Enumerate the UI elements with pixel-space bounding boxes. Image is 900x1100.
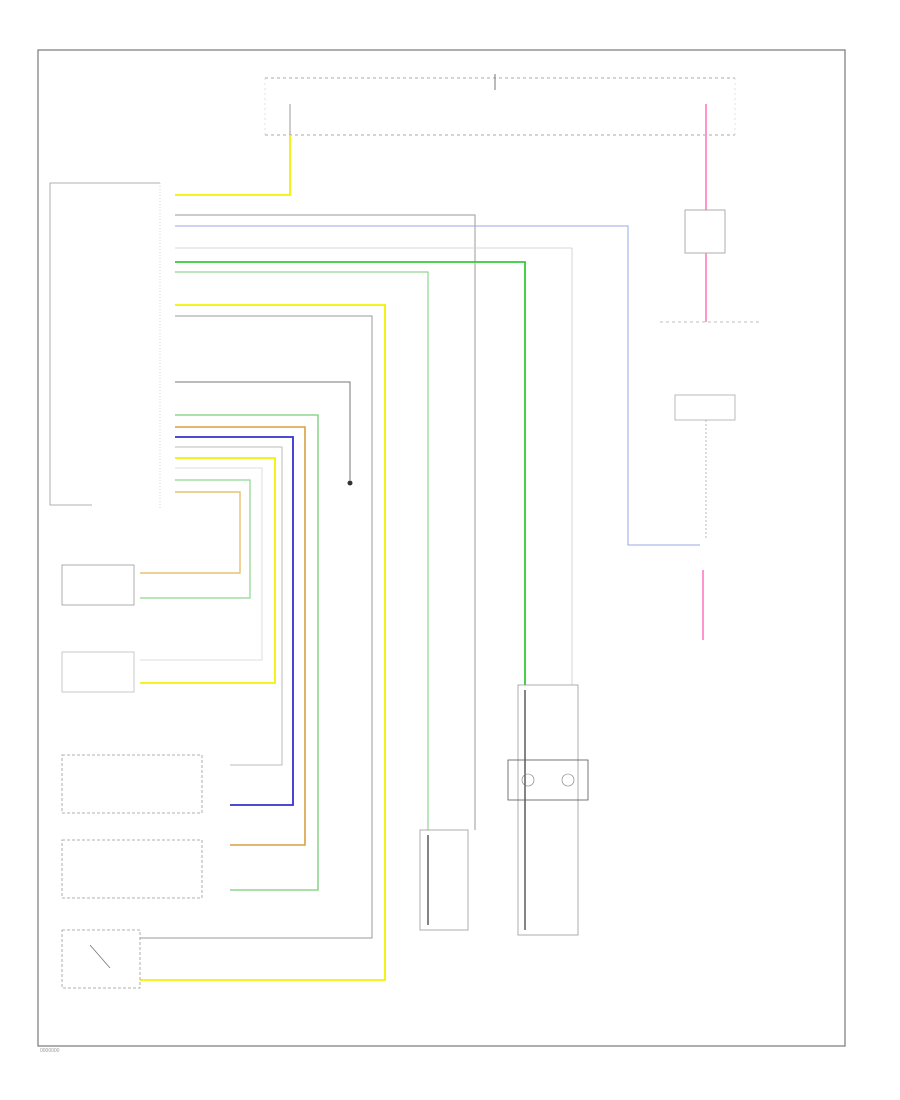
wire-yellow-3 xyxy=(140,457,276,684)
wire-light-green-2 xyxy=(140,479,251,599)
wire-orange-1 xyxy=(175,426,306,846)
wire-gray-1 xyxy=(175,214,476,830)
label-module-pins xyxy=(112,193,158,513)
wire-light-green-1 xyxy=(175,271,429,830)
ground-point xyxy=(347,480,353,486)
wire-green-2 xyxy=(175,414,319,891)
wire-yellow-2 xyxy=(140,304,386,981)
inflator-module xyxy=(507,759,589,801)
wire-blue xyxy=(175,436,294,806)
connector-right-mid xyxy=(674,394,736,421)
control-module-outline xyxy=(49,182,160,506)
shorting-bar-right xyxy=(517,684,579,936)
component-switch xyxy=(61,929,141,989)
diagram-code: 0000000 xyxy=(40,1048,60,1054)
connector-right-upper xyxy=(684,209,726,254)
wire-gray-6 xyxy=(140,467,263,661)
component-sensor-2 xyxy=(61,651,135,693)
wire-gray-5 xyxy=(175,446,283,766)
inflator-left xyxy=(521,773,535,787)
wire-yellow-ignition xyxy=(175,135,291,196)
inflator-right xyxy=(561,773,575,787)
wire-light-blue xyxy=(175,225,700,546)
component-seat-position-2 xyxy=(61,839,203,899)
wire-gray-3 xyxy=(140,315,373,939)
wire-gray-2 xyxy=(175,247,573,685)
wire-orange-2 xyxy=(140,491,241,574)
component-seat-position-1 xyxy=(61,754,203,814)
diagram-border xyxy=(37,49,846,1047)
component-sensor-1 xyxy=(61,564,135,606)
shorting-bar-left xyxy=(419,829,469,931)
wire-green-1 xyxy=(175,261,526,685)
switch-contact xyxy=(89,944,111,969)
wire-gray-4 xyxy=(175,381,351,480)
